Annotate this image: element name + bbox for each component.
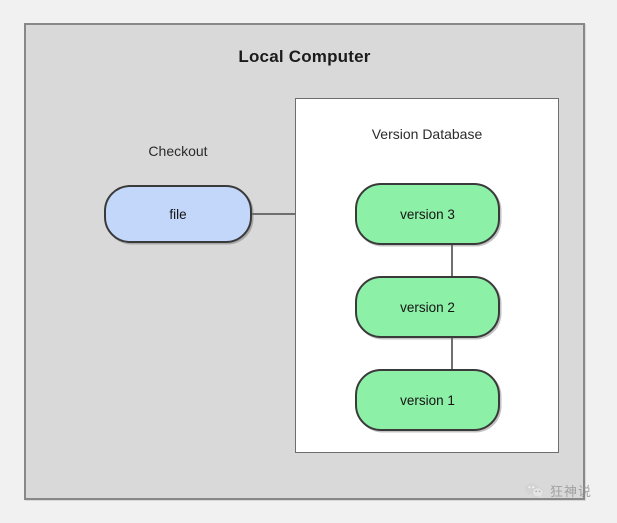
node-version-1[interactable]: version 1 <box>355 369 500 431</box>
node-file[interactable]: file <box>104 185 252 243</box>
node-version-3-label: version 3 <box>400 206 455 222</box>
checkout-label: Checkout <box>148 143 208 159</box>
wechat-icon <box>524 482 545 499</box>
node-version-2[interactable]: version 2 <box>355 276 500 338</box>
local-computer-title: Local Computer <box>238 47 371 66</box>
version-database-title: Version Database <box>371 126 483 142</box>
node-version-2-label: version 2 <box>400 299 455 315</box>
watermark: 狂神说 <box>524 481 592 500</box>
watermark-text: 狂神说 <box>550 485 593 500</box>
connector-version-2-to-version-1 <box>451 338 453 369</box>
node-version-3[interactable]: version 3 <box>355 183 500 245</box>
connector-version-3-to-version-2 <box>451 245 453 276</box>
node-version-1-label: version 1 <box>400 392 455 408</box>
local-computer-container: Local Computer Checkout file Version Dat… <box>24 23 585 500</box>
node-file-label: file <box>169 206 187 222</box>
